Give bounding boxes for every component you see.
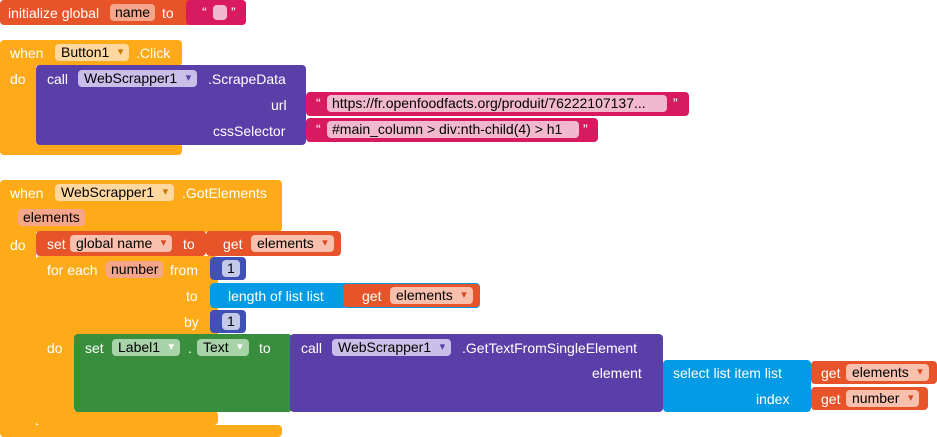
call-label: call xyxy=(47,71,69,87)
webscrapper1-event-dropdown[interactable]: WebScrapper1 xyxy=(55,184,175,201)
by-label: by xyxy=(184,314,199,330)
gotelements-do-rail xyxy=(0,220,36,437)
quote-open: “ xyxy=(202,4,207,20)
property-dot: . xyxy=(188,340,192,356)
for-each-label: for each xyxy=(47,262,98,278)
set-label: set xyxy=(47,236,66,252)
elements-param[interactable]: elements xyxy=(18,209,85,226)
global-var-name[interactable]: name xyxy=(110,4,156,21)
set-text-to-label: to xyxy=(259,340,271,356)
get-list-dropdown[interactable]: elements xyxy=(390,287,473,304)
loop-var-number[interactable]: number xyxy=(106,261,164,278)
scrapedata-method: .ScrapeData xyxy=(208,71,286,87)
do-label: do xyxy=(10,71,26,87)
element-param-label: element xyxy=(592,365,642,381)
label1-dropdown[interactable]: Label1 xyxy=(112,339,181,356)
click-event-do-rail xyxy=(0,60,36,155)
click-event-footer xyxy=(0,143,182,155)
button1-dropdown[interactable]: Button1 xyxy=(55,44,130,61)
when-label-2: when xyxy=(10,185,44,201)
index-get-label: get xyxy=(821,391,841,407)
loop-do-label: do xyxy=(47,340,63,356)
global-name-dropdown[interactable]: global name xyxy=(70,235,173,252)
text-property-dropdown[interactable]: Text xyxy=(197,339,249,356)
select-get-label: get xyxy=(821,365,841,381)
to-label: to xyxy=(186,288,198,304)
get-label: get xyxy=(223,236,243,252)
select-list-item-block[interactable] xyxy=(663,360,811,412)
url-label: url xyxy=(271,97,287,113)
url-quote-open: “ xyxy=(316,95,321,111)
length-of-list-label: length of list list xyxy=(228,288,324,304)
select-list-item-label: select list item list xyxy=(673,365,782,381)
gettext-component-dropdown[interactable]: WebScrapper1 xyxy=(332,339,452,356)
elements-dropdown[interactable]: elements xyxy=(251,235,334,252)
from-number-field[interactable]: 1 xyxy=(222,260,240,277)
for-each-footer xyxy=(36,411,218,425)
number-dropdown[interactable]: number xyxy=(846,390,920,407)
by-number-field[interactable]: 1 xyxy=(222,313,240,330)
init-to-label: to xyxy=(162,5,174,21)
webscrapper1-dropdown[interactable]: WebScrapper1 xyxy=(78,70,198,87)
url-quote-close: ” xyxy=(673,95,678,111)
url-string-field[interactable]: https://fr.openfoodfacts.org/produit/762… xyxy=(327,95,667,112)
css-quote-open: “ xyxy=(316,121,321,137)
from-label: from xyxy=(170,262,198,278)
when-label: when xyxy=(10,45,44,61)
for-each-do-rail xyxy=(36,335,74,425)
set-to-label: to xyxy=(183,236,195,252)
css-selector-label: cssSelector xyxy=(213,123,286,139)
gotelements-footer xyxy=(0,425,282,437)
quote-close: ” xyxy=(231,4,236,20)
gettext-call-label: call xyxy=(301,340,323,356)
css-quote-close: ” xyxy=(583,121,588,137)
set-label-text-label: set xyxy=(85,340,104,356)
index-label: index xyxy=(756,391,790,407)
set-label-text-block[interactable] xyxy=(74,334,292,412)
select-elements-dropdown[interactable]: elements xyxy=(846,364,929,381)
initialize-global-label: initialize global xyxy=(8,5,100,21)
do-label-2: do xyxy=(10,237,26,253)
css-selector-field[interactable]: #main_column > div:nth-child(4) > h1 xyxy=(327,121,579,138)
click-event-name: .Click xyxy=(136,45,171,61)
empty-string-field[interactable] xyxy=(213,5,227,20)
get-list-label: get xyxy=(362,288,382,304)
gotelements-event-name: .GotElements xyxy=(182,185,267,201)
gettext-method: .GetTextFromSingleElement xyxy=(462,340,638,356)
